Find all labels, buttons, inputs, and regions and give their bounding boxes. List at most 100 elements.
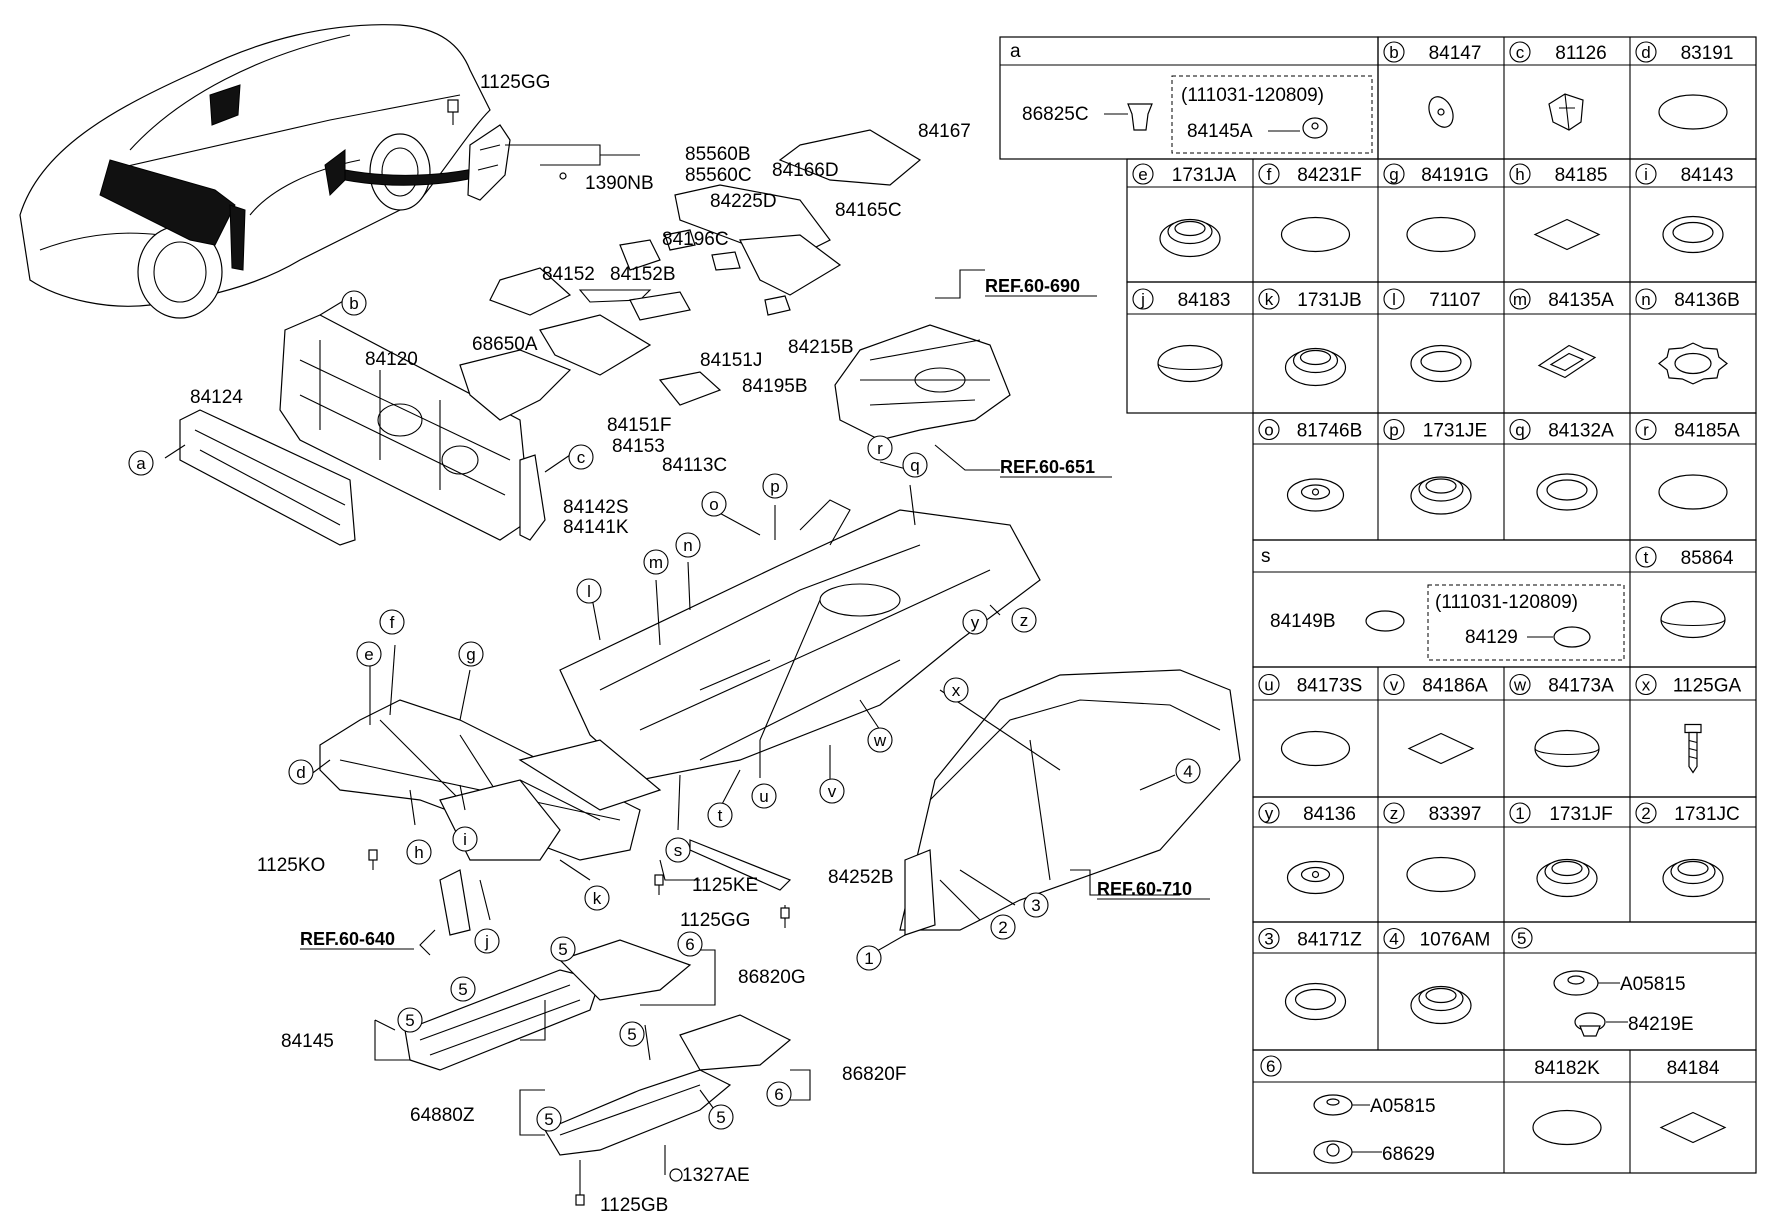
callout-label: n	[683, 536, 692, 555]
legend-part-shape	[1662, 215, 1724, 254]
reference-labels: REF.60-690 REF.60-651 REF.60-640 REF.60-…	[300, 276, 1210, 950]
callout-label: b	[349, 294, 358, 313]
legend-key-circle	[1258, 927, 1280, 950]
legend-cell-n1: 1 1731JF	[1509, 802, 1613, 898]
part-number: 84195B	[742, 376, 808, 397]
callout-label: p	[770, 477, 779, 496]
callout-circle	[867, 435, 893, 461]
legend-key: a	[1010, 41, 1021, 62]
legend-code: 84185	[1555, 165, 1608, 186]
legend-part-shape	[1662, 858, 1724, 898]
legend-part-shape	[1659, 1111, 1727, 1144]
legend-key: d	[1641, 43, 1650, 62]
callout-label: m	[649, 553, 663, 572]
legend-key-circle	[1635, 288, 1657, 310]
legend-code: 1731JF	[1549, 804, 1612, 825]
legend-key: 6	[1266, 1057, 1275, 1076]
callout-circle	[356, 641, 382, 667]
legend-key-circle	[1509, 418, 1531, 441]
legend-key: 1	[1515, 804, 1524, 823]
legend-key: j	[1140, 290, 1145, 309]
legend-key-circle	[1635, 418, 1657, 441]
legend-code: 1076AM	[1420, 930, 1491, 951]
callout-label: z	[1020, 611, 1029, 630]
rear-floor-panel	[834, 324, 1011, 441]
callout-label: 5	[544, 1110, 553, 1129]
legend-key: n	[1641, 290, 1650, 309]
legend-key: o	[1264, 421, 1273, 440]
callout-circle	[707, 802, 733, 828]
part-number: 68650A	[472, 334, 538, 355]
legend-part-shape	[1286, 478, 1345, 512]
callout-circle	[701, 491, 727, 517]
callout-circle	[450, 976, 476, 1002]
body-side-outer	[899, 669, 1241, 936]
callout-label: i	[463, 830, 467, 849]
legend-code: 85864	[1681, 548, 1734, 569]
legend-code: 84173S	[1297, 676, 1363, 697]
callout-label: l	[587, 582, 591, 601]
underbody-covers	[404, 939, 792, 1156]
callout-circle	[1011, 607, 1037, 633]
part-number: 84167	[918, 121, 971, 142]
legend-table: a 86825C (111031-120809) 84145A s 84149B…	[999, 36, 1757, 1174]
callout-label: x	[952, 681, 961, 700]
callout-label: q	[910, 456, 919, 475]
legend-key-circle	[1132, 163, 1154, 185]
callout-circle	[406, 839, 432, 865]
part-number: 1125GG	[480, 72, 550, 93]
part-number: 84151F	[607, 415, 671, 436]
part-number: 85560C	[685, 165, 752, 186]
legend-key-circle	[1258, 418, 1280, 441]
legend-code: 1731JB	[1297, 290, 1361, 311]
callout-label: 5	[627, 1025, 636, 1044]
legend-key: 4	[1389, 930, 1398, 949]
legend-code: 81126	[1555, 43, 1606, 64]
callout-label: 2	[998, 918, 1007, 937]
legend-part-shape	[1537, 344, 1597, 379]
part-number: 84145	[281, 1031, 334, 1052]
callout-circle	[288, 759, 314, 785]
legend-key: b	[1389, 43, 1398, 62]
legend-part-shape	[1660, 600, 1726, 639]
part-number: 84153	[612, 436, 665, 457]
callout-label: 1	[864, 949, 873, 968]
callout-circle	[568, 444, 594, 470]
legend-key-circle	[1509, 802, 1531, 824]
part-number: 84165C	[835, 200, 902, 221]
legend-key-circle	[1383, 41, 1405, 63]
legend-key: p	[1389, 421, 1398, 440]
part-number: 85560B	[685, 144, 751, 165]
legend-code: 84149B	[1270, 611, 1336, 632]
legend-code: 71107	[1429, 290, 1480, 311]
legend-part-shape	[1536, 858, 1598, 898]
part-number: 84124	[190, 387, 243, 408]
legend-code: 84191G	[1421, 165, 1489, 186]
legend-key-circle	[1383, 673, 1405, 696]
dash-insulators	[179, 314, 572, 546]
callout-circle	[990, 914, 1016, 940]
legend-key: w	[1513, 676, 1527, 695]
legend-cell-j: j 84183	[1132, 288, 1231, 383]
legend-code: 1731JE	[1423, 421, 1487, 442]
legend-code: 84219E	[1628, 1014, 1694, 1035]
legend-key-circle	[1635, 802, 1657, 824]
callout-label: 5	[558, 940, 567, 959]
ref-label: REF.60-690	[985, 276, 1080, 296]
part-number: 84151J	[700, 350, 762, 371]
legend-code: 84183	[1178, 290, 1231, 311]
legend-part-shape	[1658, 474, 1728, 510]
legend-key: y	[1265, 804, 1274, 823]
callout-label: t	[718, 806, 723, 825]
legend-key-circle	[1509, 673, 1531, 696]
legend-key-circle	[1383, 802, 1405, 824]
part-number: 84252B	[828, 867, 894, 888]
callout-circle	[766, 1081, 792, 1107]
